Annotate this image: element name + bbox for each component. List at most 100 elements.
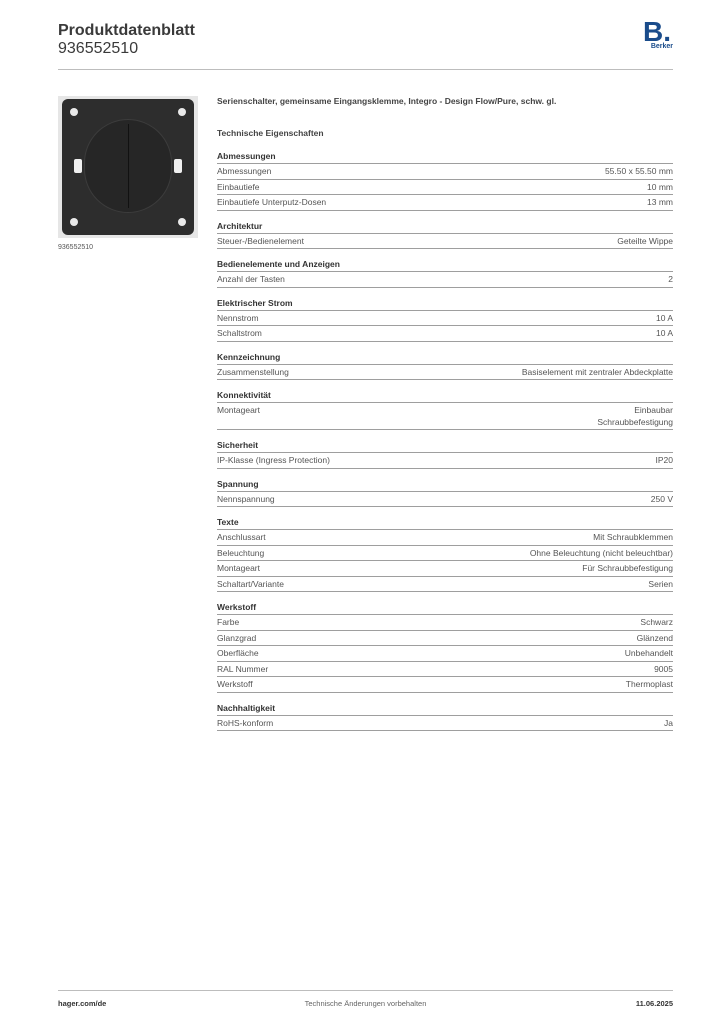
spec-value: 2: [668, 274, 673, 284]
spec-value: Mit Schraubklemmen: [593, 532, 673, 542]
spec-row: Nennstrom 10 A: [217, 311, 673, 326]
mounting-slot: [174, 159, 182, 173]
spec-label: Zusammenstellung: [217, 366, 289, 377]
spec-value: Basiselement mit zentraler Abdeckplatte: [521, 366, 673, 377]
footer-date: 11.06.2025: [635, 999, 673, 1008]
section-title: Sicherheit: [217, 440, 673, 453]
section-title: Kennzeichnung: [217, 352, 673, 365]
section-title: Abmessungen: [217, 151, 673, 164]
section-title: Werkstoff: [217, 602, 673, 615]
spec-value: Ohne Beleuchtung (nicht beleuchtbar): [529, 547, 673, 558]
spec-label: Nennspannung: [217, 493, 275, 504]
spec-label: Beleuchtung: [217, 547, 265, 558]
spec-value: 13 mm: [647, 197, 673, 207]
spec-label: Schaltstrom: [217, 328, 262, 338]
section-title: Elektrischer Strom: [217, 298, 673, 311]
spec-label: Einbautiefe Unterputz-Dosen: [217, 197, 327, 207]
spec-value: Unbehandelt: [624, 648, 673, 658]
spec-row: Montageart Für Schraubbefestigung: [217, 561, 673, 577]
section-title: Spannung: [217, 479, 673, 492]
spec-value: 250 V: [650, 493, 673, 504]
spec-row: Oberfläche Unbehandelt: [217, 646, 673, 662]
spec-value: 10 mm: [647, 181, 673, 192]
spec-value: 9005: [654, 663, 673, 674]
spec-label: Montageart: [217, 563, 260, 573]
page-footer: hager.com/de Technische Änderungen vorbe…: [58, 990, 673, 1010]
spec-value: 55.50 x 55.50 mm: [604, 166, 673, 176]
spec-row: Schaltart/Variante Serien: [217, 577, 673, 592]
image-caption: 936552510: [58, 244, 94, 251]
spec-row: Zusammenstellung Basiselement mit zentral…: [217, 365, 673, 380]
spec-label: Farbe: [217, 617, 240, 627]
spec-label: Steuer-/Bedienelement: [217, 235, 304, 246]
footer-website: hager.com/de: [58, 999, 107, 1008]
product-image: [58, 96, 198, 238]
logo-letter: B.: [643, 16, 671, 47]
spec-label: RAL Nummer: [217, 663, 269, 674]
spec-value: IP20: [655, 455, 674, 465]
spec-label: IP-Klasse (Ingress Protection): [217, 455, 330, 465]
section-title: Bedienelemente und Anzeigen: [217, 259, 673, 272]
rocker-divider: [128, 124, 129, 208]
spec-row: Nennspannung 250 V: [217, 492, 673, 507]
product-specifications: Serienschalter, gemeinsame Eingangsklemm…: [217, 96, 673, 741]
product-description: Serienschalter, gemeinsame Eingangsklemm…: [217, 96, 557, 106]
spec-value: 10 A: [655, 312, 673, 323]
spec-label: Anschlussart: [217, 532, 266, 542]
section-title: Architektur: [217, 221, 673, 234]
spec-row: RAL Nummer 9005: [217, 662, 673, 677]
article-number: 936552510: [58, 40, 139, 57]
spec-label: Nennstrom: [217, 312, 259, 323]
split-rocker: [84, 119, 172, 213]
spec-label: Anzahl der Tasten: [217, 274, 285, 284]
spec-row: Glanzgrad Glänzend: [217, 631, 673, 646]
screw-hole: [178, 218, 186, 226]
spec-value: Einbaubar Schraubbefestigung: [597, 405, 673, 427]
spec-value: Thermoplast: [625, 679, 673, 689]
spec-label: Glanzgrad: [217, 632, 257, 643]
footer-disclaimer: Technische Änderungen vorbehalten: [304, 999, 427, 1008]
screw-hole: [178, 108, 186, 116]
spec-value: 10 A: [655, 328, 673, 338]
spec-row: Einbautiefe Unterputz-Dosen 13 mm: [217, 195, 673, 211]
spec-row: Beleuchtung Ohne Beleuchtung (nicht beleu…: [217, 546, 673, 561]
spec-row: Anzahl der Tasten 2: [217, 272, 673, 288]
section-title: Texte: [217, 517, 673, 530]
page-header: Produktdatenblatt 936552510 B. Berker: [58, 18, 673, 70]
spec-value: Serien: [648, 578, 673, 589]
spec-label: Schaltart/Variante: [217, 578, 284, 589]
section-title: Konnektivität: [217, 390, 673, 403]
mounting-slot: [74, 159, 82, 173]
spec-label: Einbautiefe: [217, 181, 260, 192]
spec-value: Glänzend: [636, 632, 673, 643]
spec-row: Einbautiefe 10 mm: [217, 180, 673, 195]
switch-cover-plate: [62, 99, 194, 235]
spec-row: RoHS-konform Ja: [217, 716, 673, 731]
spec-row: Schaltstrom 10 A: [217, 326, 673, 342]
spec-row: Anschlussart Mit Schraubklemmen: [217, 530, 673, 546]
spec-label: Oberfläche: [217, 648, 259, 658]
logo-text: Berker: [650, 43, 673, 50]
spec-row: Farbe Schwarz: [217, 615, 673, 631]
document-title: Produktdatenblatt: [58, 22, 195, 39]
spec-label: RoHS-konform: [217, 717, 274, 728]
spec-value: Schwarz: [640, 617, 673, 627]
spec-value: Für Schraubbefestigung: [582, 563, 673, 573]
spec-value: Ja: [664, 717, 673, 728]
section-title: Nachhaltigkeit: [217, 703, 673, 716]
